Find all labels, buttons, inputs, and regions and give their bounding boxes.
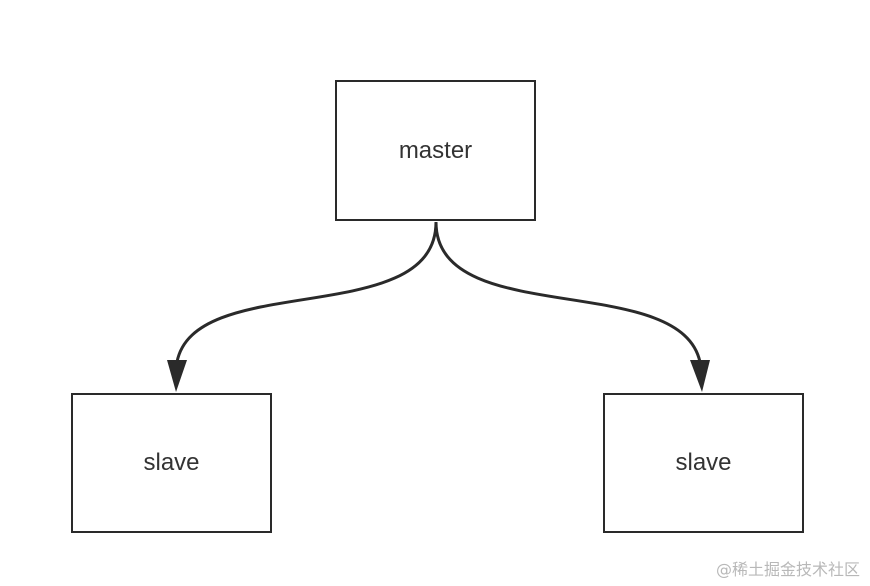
master-node: master — [335, 80, 536, 221]
arrowhead-right-icon — [690, 360, 710, 392]
arrowhead-left-icon — [167, 360, 187, 392]
edge-master-to-slave-right — [434, 221, 702, 363]
slave-left-node: slave — [71, 393, 272, 533]
watermark: @稀土掘金技术社区 — [715, 560, 860, 579]
edge-master-to-slave-left — [175, 221, 438, 363]
slave-right-node: slave — [603, 393, 804, 533]
master-node-label: master — [398, 136, 473, 164]
slave-left-node-label: slave — [143, 449, 200, 476]
slave-right-node-label: slave — [675, 449, 732, 476]
